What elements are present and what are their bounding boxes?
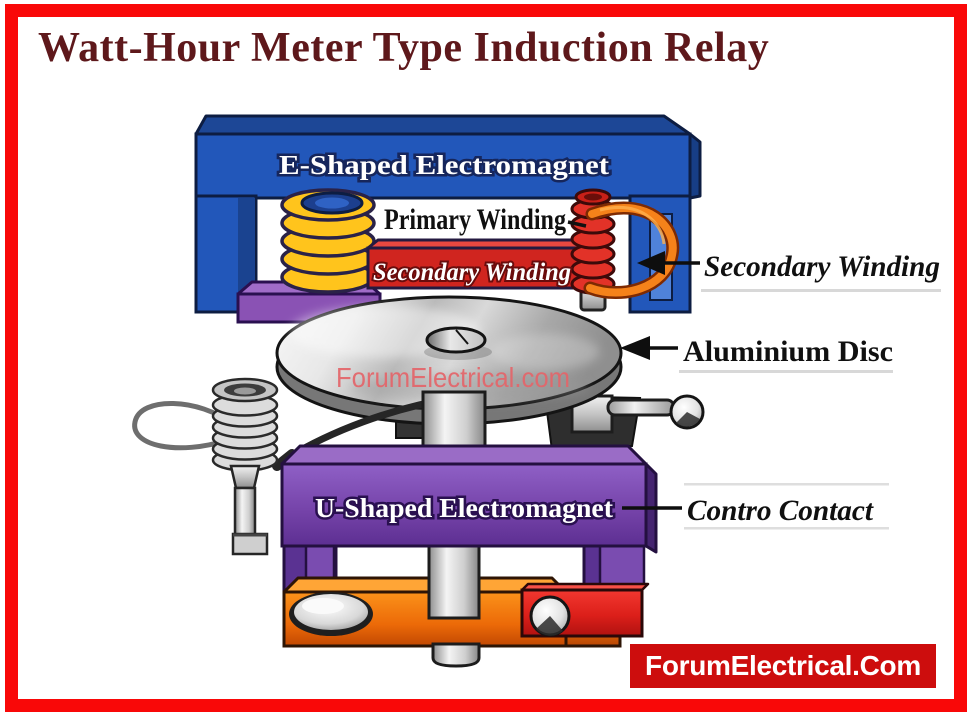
secondary-winding-bar-label: Secondary Winding [373, 259, 571, 286]
e-magnet-label: E-Shaped Electromagnet [279, 150, 609, 180]
spring-wire-loop [132, 401, 234, 451]
u-magnet-label: U-Shaped Electromagnet [315, 493, 613, 523]
brand-badge: ForumElectrical.Com [630, 644, 936, 688]
u-shaped-electromagnet: U-Shaped Electromagnet [280, 444, 658, 554]
secondary-winding-coil [570, 188, 680, 312]
aluminium-disc: ForumElectrical.com [275, 295, 623, 426]
primary-winding-leader [567, 220, 587, 228]
secondary-winding-label: Secondary Winding [704, 250, 940, 283]
red-border-frame [5, 4, 967, 712]
callout-secondary-winding: Secondary Winding [637, 250, 941, 292]
callout-contro-contact: Contro Contact [622, 483, 889, 530]
page-title: Watt-Hour Meter Type Induction Relay [38, 25, 770, 71]
orange-wire-loop [583, 201, 680, 300]
handle-rod [606, 398, 676, 417]
contro-contact-label: Contro Contact [687, 494, 875, 527]
base-assembly [282, 576, 650, 648]
spindle [425, 326, 487, 354]
control-spring [132, 377, 279, 556]
arrow-left-icon [637, 251, 665, 275]
callout-aluminium-disc: Aluminium Disc [620, 335, 893, 373]
primary-winding-label: Primary Winding [384, 203, 566, 236]
aluminium-disc-label: Aluminium Disc [683, 335, 893, 368]
watermark: ForumElectrical.com [336, 362, 570, 393]
arrow-left-icon [620, 336, 650, 360]
primary-winding-coil [236, 188, 382, 324]
